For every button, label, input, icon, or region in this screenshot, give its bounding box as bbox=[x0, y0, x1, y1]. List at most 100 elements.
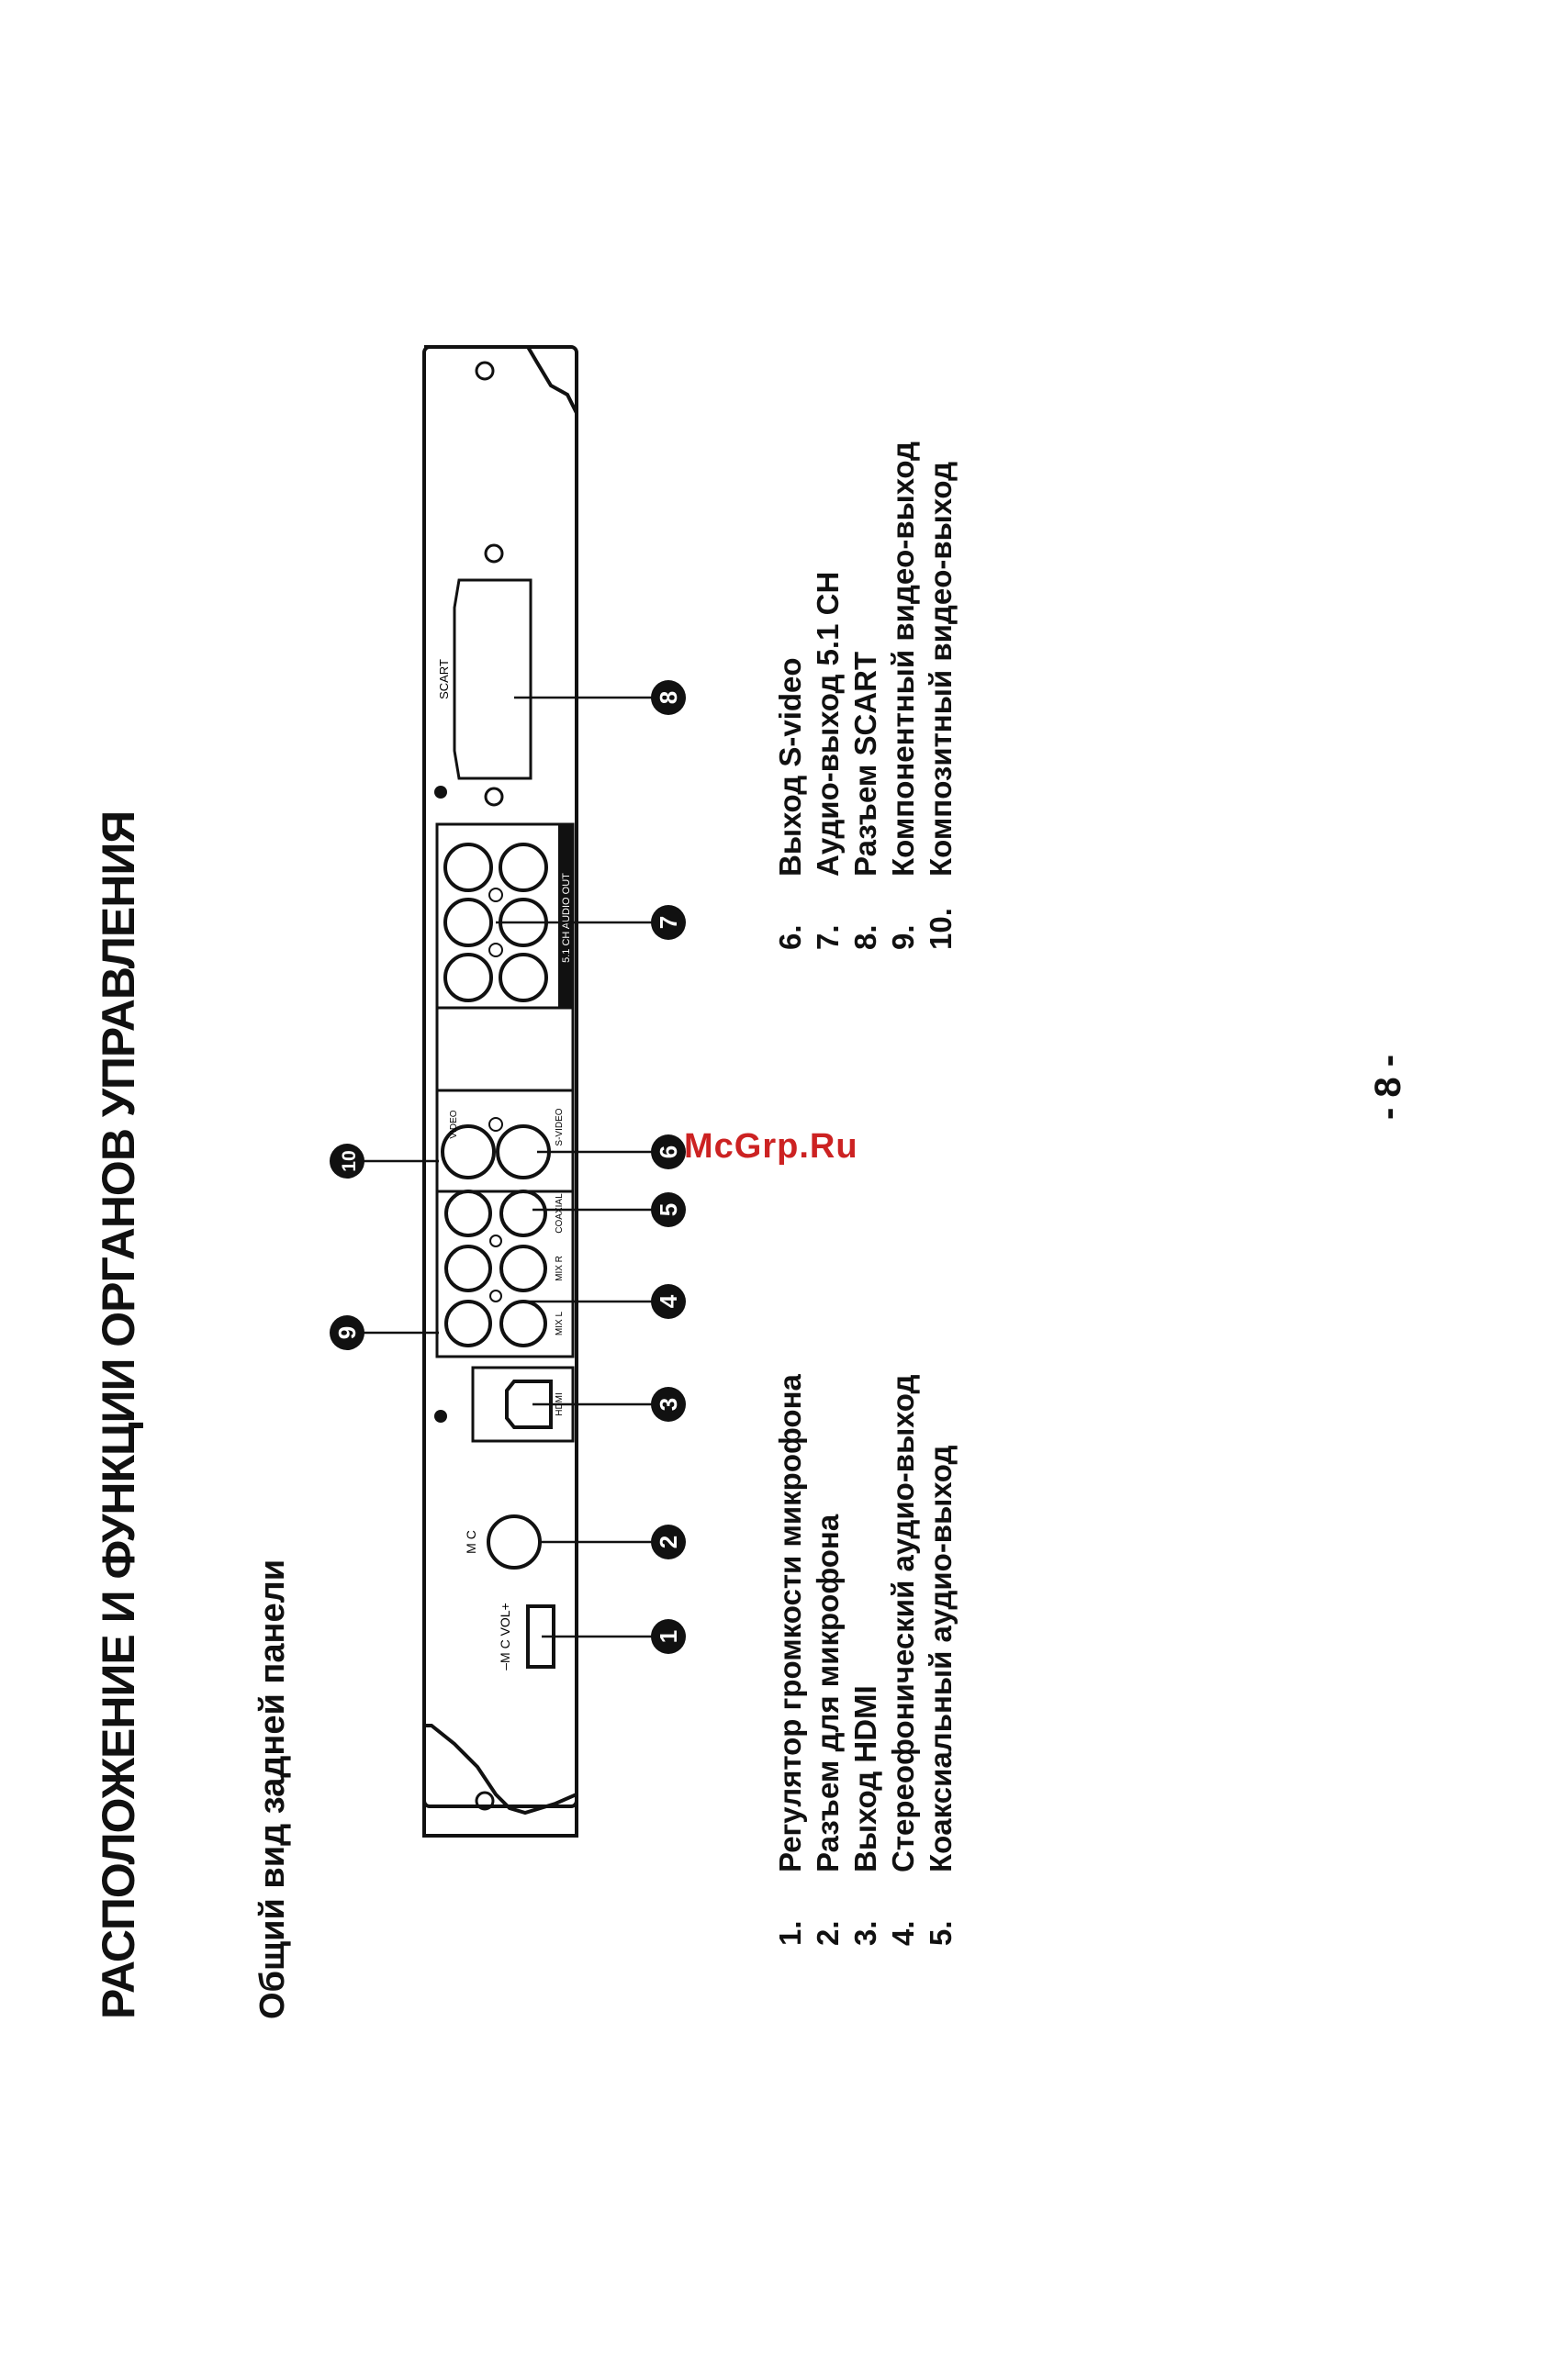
legend-item: 6. Выход S-video bbox=[771, 441, 809, 950]
leader-lines bbox=[363, 696, 654, 1638]
rca-jack bbox=[444, 1245, 492, 1292]
callout-markers: 1 2 3 4 5 6 7 8 9 10 bbox=[330, 680, 686, 1654]
mix-l-label: MIX L bbox=[555, 1312, 565, 1336]
legend-item-text: Разъем SCART bbox=[848, 651, 882, 877]
callout-number: 7 bbox=[655, 916, 682, 929]
callout-circle bbox=[651, 1525, 686, 1559]
legend-item: 1. Регулятор громкости микрофона bbox=[771, 1374, 809, 1946]
screw-hole bbox=[434, 1410, 447, 1423]
screw-hole bbox=[475, 1791, 495, 1811]
rca-jack bbox=[499, 843, 548, 892]
callout-circle bbox=[330, 1144, 364, 1179]
hdmi-port bbox=[505, 1380, 553, 1429]
legend-item-text: Регулятор громкости микрофона bbox=[773, 1374, 807, 1872]
legend-item-text: Стереофонический аудио-выход bbox=[886, 1374, 920, 1872]
video-label: VIDEO bbox=[449, 1110, 459, 1138]
screw-hole bbox=[484, 787, 504, 807]
rca-jack bbox=[443, 898, 493, 947]
legend-item-number: 7. bbox=[811, 924, 845, 950]
callout-9: 9 bbox=[330, 1315, 364, 1350]
screw-hole bbox=[475, 361, 495, 381]
legend-item-number: 6. bbox=[773, 924, 807, 950]
callout-3: 3 bbox=[651, 1387, 686, 1422]
callout-8: 8 bbox=[651, 680, 686, 715]
legend-list-right: 6. Выход S-video 7. Аудио-выход 5.1 CH 8. Раз… bbox=[771, 441, 959, 950]
legend-item-text: Разъем для микрофона bbox=[811, 1514, 845, 1872]
mic-label: M C bbox=[464, 1530, 478, 1554]
callout-7: 7 bbox=[651, 905, 686, 940]
callout-number: 10 bbox=[339, 1150, 360, 1171]
scart-label: SCART bbox=[437, 659, 451, 699]
rca-jack bbox=[499, 953, 548, 1002]
mic-vol-label: –M C VOL+ bbox=[498, 1603, 512, 1670]
callout-circle bbox=[651, 1619, 686, 1654]
callout-6: 6 bbox=[651, 1134, 686, 1169]
mix-r-jack bbox=[499, 1245, 547, 1292]
legend-item: 5. Коаксиальный аудио-выход bbox=[922, 1374, 959, 1946]
legend-list-left: 1. Регулятор громкости микрофона 2. Разъем … bbox=[771, 1374, 959, 1946]
rca-jack bbox=[443, 843, 493, 892]
legend-item-text: Компонентный видео-выход bbox=[886, 441, 920, 877]
legend-item-text: Аудио-выход 5.1 CH bbox=[811, 571, 845, 877]
legend-item-text: Композитный видео-выход bbox=[924, 461, 958, 877]
audio-51-label-bar bbox=[558, 824, 573, 1008]
legend-item-number: 2. bbox=[811, 1920, 845, 1946]
legend-item-number: 3. bbox=[848, 1920, 882, 1946]
callout-number: 9 bbox=[333, 1326, 361, 1339]
legend-item: 4. Стереофонический аудио-выход bbox=[884, 1374, 922, 1946]
callout-circle bbox=[651, 1192, 686, 1227]
legend-item: 2. Разъем для микрофона bbox=[809, 1374, 846, 1946]
legend-item: 7. Аудио-выход 5.1 CH bbox=[809, 441, 846, 950]
callout-number: 5 bbox=[655, 1203, 682, 1216]
legend-item: 8. Разъем SCART bbox=[846, 441, 884, 950]
mic-jack bbox=[487, 1514, 542, 1570]
callout-circle bbox=[651, 1387, 686, 1422]
legend-item-number: 8. bbox=[848, 924, 882, 950]
callout-number: 6 bbox=[655, 1145, 682, 1158]
callout-circle bbox=[651, 1284, 686, 1319]
callout-circle bbox=[651, 905, 686, 940]
scart-connector bbox=[453, 578, 532, 780]
mix-r-label: MIX R bbox=[555, 1256, 565, 1281]
screw-hole bbox=[484, 543, 504, 564]
callout-10: 10 bbox=[330, 1144, 364, 1179]
legend-item-number: 1. bbox=[773, 1920, 807, 1946]
svideo-label: S-VIDEO bbox=[555, 1108, 565, 1145]
callout-4: 4 bbox=[651, 1284, 686, 1319]
callout-1: 1 bbox=[651, 1619, 686, 1654]
legend-item-number: 10. bbox=[924, 908, 958, 950]
page-number: - 8 - bbox=[1368, 1054, 1408, 1120]
rca-jack bbox=[443, 953, 493, 1002]
callout-number: 8 bbox=[655, 691, 682, 704]
rca-jack bbox=[444, 1190, 492, 1237]
legend-item-text: Коаксиальный аудио-выход bbox=[924, 1445, 958, 1872]
callout-circle bbox=[651, 680, 686, 715]
legend-item: 10. Композитный видео-выход bbox=[922, 441, 959, 950]
legend-item-number: 4. bbox=[886, 1920, 920, 1946]
watermark: McGrp.Ru bbox=[684, 1127, 858, 1166]
legend-item-text: Выход S-video bbox=[773, 657, 807, 877]
legend-item-text: Выход HDMI bbox=[848, 1685, 882, 1872]
callout-2: 2 bbox=[651, 1525, 686, 1559]
panel-body bbox=[422, 345, 578, 1808]
rca-jack bbox=[444, 1300, 492, 1347]
callout-circle bbox=[330, 1315, 364, 1350]
callout-number: 2 bbox=[655, 1536, 682, 1548]
legend-item: 3. Выход HDMI bbox=[846, 1374, 884, 1946]
legend-item-number: 9. bbox=[886, 924, 920, 950]
mix-l-jack bbox=[499, 1300, 547, 1347]
callout-5: 5 bbox=[651, 1192, 686, 1227]
ch51-label: 5.1 CH AUDIO OUT bbox=[561, 873, 572, 963]
blank-plate bbox=[435, 1006, 575, 1092]
legend-item: 9. Компонентный видео-выход bbox=[884, 441, 922, 950]
legend-item-number: 5. bbox=[924, 1920, 958, 1946]
callout-circle bbox=[651, 1134, 686, 1169]
callout-number: 1 bbox=[655, 1630, 682, 1643]
component-block bbox=[435, 1190, 575, 1358]
coaxial-label: COAXIAL bbox=[555, 1193, 565, 1234]
video-jack bbox=[441, 1124, 496, 1179]
callout-number: 4 bbox=[655, 1294, 682, 1308]
callout-number: 3 bbox=[655, 1398, 682, 1411]
